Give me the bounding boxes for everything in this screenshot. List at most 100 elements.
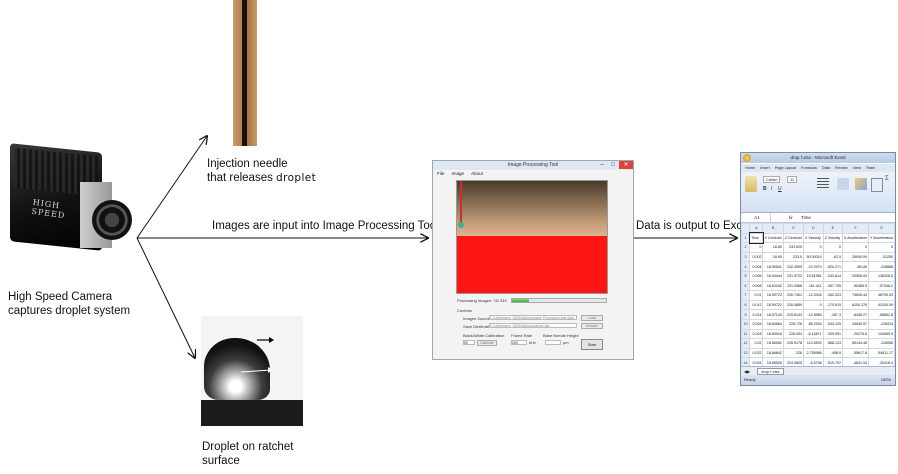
frame-rate-field[interactable]: 200 bbox=[511, 340, 527, 345]
table-cell[interactable]: 0.01 bbox=[749, 290, 764, 301]
table-cell[interactable]: 113.5593 bbox=[803, 338, 824, 349]
row-header[interactable]: 7 bbox=[741, 290, 751, 301]
table-cell[interactable]: -243.614 bbox=[822, 270, 844, 282]
tab-team[interactable]: Team bbox=[865, 166, 876, 170]
table-cell[interactable]: -544.129 bbox=[822, 318, 844, 330]
base-needle-field[interactable] bbox=[545, 340, 561, 345]
table-cell[interactable]: -128414 bbox=[868, 318, 895, 330]
table-cell[interactable]: -58662.8 bbox=[868, 309, 895, 320]
table-cell[interactable]: Time bbox=[748, 232, 765, 244]
column-header[interactable]: F bbox=[842, 223, 870, 234]
browse-button[interactable]: Browse bbox=[581, 323, 603, 329]
table-cell[interactable]: 0 bbox=[803, 299, 824, 311]
office-button-icon[interactable] bbox=[743, 154, 751, 162]
table-cell[interactable]: -161.411 bbox=[803, 280, 824, 292]
table-cell[interactable]: -228886 bbox=[868, 261, 895, 272]
table-cell[interactable]: 48709.03 bbox=[868, 290, 895, 301]
underline-icon[interactable]: U bbox=[778, 186, 782, 192]
black-white-field[interactable]: 50 bbox=[463, 340, 475, 345]
table-cell[interactable]: -20276.8 bbox=[842, 328, 870, 340]
row-header[interactable]: 13 bbox=[741, 347, 751, 359]
table-cell[interactable]: X Centroid bbox=[762, 232, 784, 244]
table-cell[interactable]: 18.86081 bbox=[762, 338, 784, 349]
table-cell[interactable]: 0 bbox=[822, 242, 844, 253]
table-cell[interactable]: -458.9 bbox=[822, 347, 844, 359]
table-cell[interactable]: -22.2979 bbox=[803, 261, 824, 272]
table-cell[interactable]: 18.83516 bbox=[762, 328, 784, 340]
table-cell[interactable]: X Velocity bbox=[803, 232, 824, 244]
table-cell[interactable]: 104069.9 bbox=[868, 328, 895, 340]
row-header[interactable]: 9 bbox=[741, 309, 751, 320]
tab-formulas[interactable]: Formulas bbox=[801, 166, 817, 170]
minimize-button[interactable]: – bbox=[600, 162, 604, 168]
table-cell[interactable]: -260.323 bbox=[822, 290, 844, 301]
table-cell[interactable]: 0 bbox=[868, 242, 895, 253]
table-cell[interactable]: 18.59722 bbox=[762, 299, 784, 311]
table-cell[interactable]: 231.2568 bbox=[782, 280, 805, 292]
table-cell[interactable]: -90465.5 bbox=[842, 280, 870, 292]
table-cell[interactable]: -6.14871 bbox=[803, 328, 824, 340]
table-cell[interactable]: -568.123 bbox=[822, 338, 844, 349]
table-cell[interactable]: 230.7361 bbox=[782, 290, 805, 301]
font-name[interactable]: Calibri bbox=[763, 176, 781, 183]
table-cell[interactable]: 86.2934 bbox=[803, 318, 824, 330]
table-cell[interactable]: 18.90541 bbox=[762, 261, 784, 272]
start-button[interactable]: Start bbox=[581, 339, 603, 350]
table-cell[interactable]: 25000.09 bbox=[842, 251, 870, 263]
sheet-tab[interactable]: drop f.xlsx bbox=[757, 368, 784, 375]
tab-data[interactable]: Data bbox=[822, 166, 831, 170]
column-header[interactable]: D bbox=[803, 223, 824, 234]
table-cell[interactable]: X Acceleration bbox=[842, 232, 870, 244]
table-cell[interactable]: 43154.09 bbox=[868, 299, 895, 311]
tab-view[interactable]: View bbox=[852, 166, 861, 170]
row-header[interactable]: 11 bbox=[741, 328, 751, 340]
table-cell[interactable]: 233.625 bbox=[782, 242, 805, 253]
row-header[interactable]: 5 bbox=[741, 270, 751, 282]
sheet-nav-icon[interactable]: ◀▶ bbox=[744, 369, 751, 374]
table-cell[interactable]: 0 bbox=[842, 242, 870, 253]
table-cell[interactable]: 18.95 bbox=[762, 251, 784, 263]
table-cell[interactable]: 228.726 bbox=[782, 318, 805, 330]
font-size[interactable]: 11 bbox=[787, 176, 798, 183]
table-cell[interactable]: 18.59722 bbox=[762, 290, 784, 301]
alignment-icon[interactable] bbox=[817, 178, 829, 190]
row-header[interactable]: 6 bbox=[741, 280, 751, 292]
table-cell[interactable]: -335.991 bbox=[822, 328, 844, 340]
styles-icon[interactable] bbox=[855, 178, 867, 190]
table-cell[interactable]: 226 bbox=[782, 347, 805, 359]
row-header[interactable]: 1 bbox=[741, 232, 751, 244]
italic-icon[interactable]: I bbox=[771, 186, 773, 192]
row-header[interactable]: 3 bbox=[741, 251, 751, 263]
close-button[interactable]: ✕ bbox=[619, 161, 633, 169]
select-all-corner[interactable] bbox=[741, 223, 751, 234]
table-cell[interactable]: 18.94444 bbox=[762, 270, 784, 282]
table-cell[interactable]: 0.014 bbox=[749, 309, 764, 320]
tab-review[interactable]: Review bbox=[835, 166, 848, 170]
table-cell[interactable]: 34549.97 bbox=[842, 318, 870, 330]
table-cell[interactable]: -62.5 bbox=[822, 251, 844, 263]
table-cell[interactable]: 18.84684 bbox=[762, 318, 784, 330]
table-cell[interactable]: Z Velocity bbox=[822, 232, 844, 244]
table-cell[interactable]: Y Acceleration bbox=[868, 232, 895, 244]
paste-icon[interactable] bbox=[745, 176, 757, 192]
table-cell[interactable]: 233.5 bbox=[782, 251, 805, 263]
calibrate-button[interactable]: Calibrate bbox=[477, 340, 497, 346]
table-cell[interactable]: -6448.27 bbox=[842, 309, 870, 320]
table-cell[interactable]: -36149 bbox=[842, 261, 870, 272]
table-cell[interactable]: 0.002 bbox=[749, 251, 764, 263]
table-cell[interactable]: 226.9178 bbox=[782, 338, 805, 349]
images-source-field[interactable]: C:\Users\gem_000\Desktop\Image Processin… bbox=[489, 315, 577, 320]
formula-value[interactable]: Time bbox=[801, 215, 811, 220]
table-cell[interactable]: -12.8965 bbox=[803, 309, 824, 320]
table-cell[interactable]: -57046.2 bbox=[868, 280, 895, 292]
table-cell[interactable]: 19.51981 bbox=[803, 270, 824, 282]
cells-icon[interactable] bbox=[871, 178, 883, 192]
table-cell[interactable]: -287.3 bbox=[822, 309, 844, 320]
column-header[interactable]: B bbox=[762, 223, 784, 234]
table-cell[interactable]: -55617.8 bbox=[842, 347, 870, 359]
table-cell[interactable]: 18.86842 bbox=[762, 347, 784, 359]
table-cell[interactable]: 232.4595 bbox=[782, 261, 805, 272]
table-cell[interactable]: 0.004 bbox=[749, 261, 764, 272]
table-cell[interactable]: Z Centroid bbox=[782, 232, 805, 244]
table-cell[interactable]: 18.85 bbox=[762, 242, 784, 253]
